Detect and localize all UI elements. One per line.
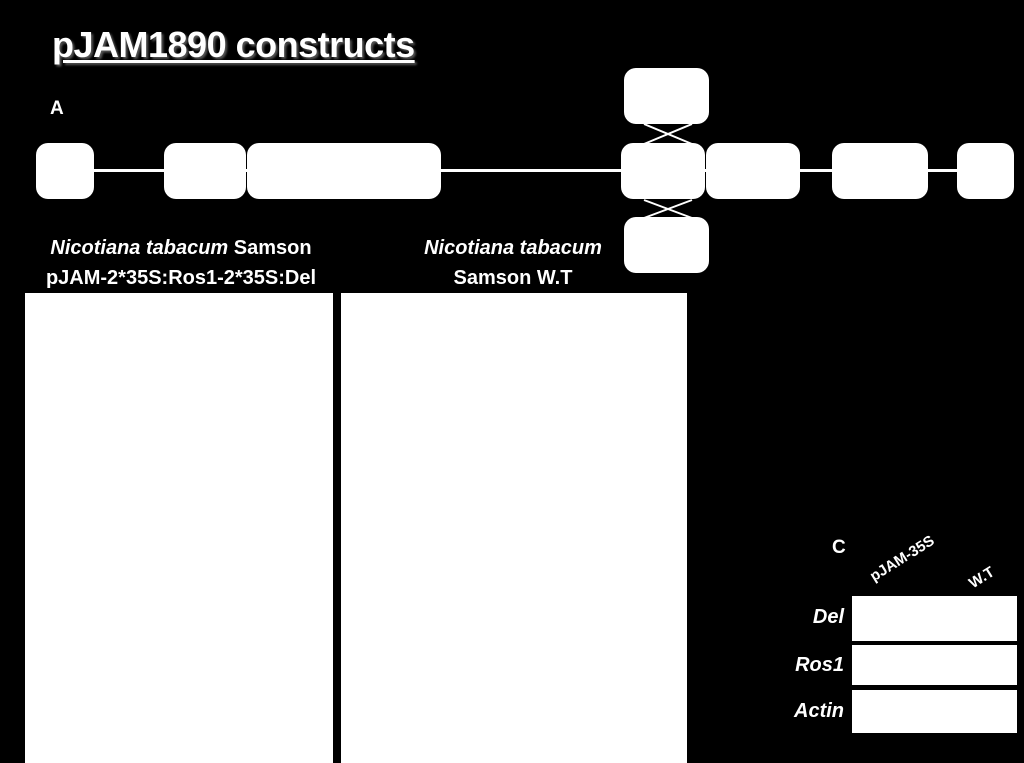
left-caption: Nicotiana tabacum Samson pJAM-2*35S:Ros1… (20, 233, 342, 293)
construct-element (621, 143, 705, 199)
construct-element (957, 143, 1014, 199)
gel-band-row (852, 596, 1017, 641)
gel-row-label-ros1: Ros1 (795, 654, 844, 676)
gel-row-label-actin: Actin (794, 700, 844, 722)
left-caption-species: Nicotiana tabacum (50, 237, 229, 259)
panel-c-label: C (832, 537, 846, 558)
construct-element (164, 143, 246, 199)
left-caption-cultivar: Samson (233, 237, 312, 259)
right-caption-species: Nicotiana tabacum (424, 237, 602, 259)
wild-type-plant-photo (341, 293, 687, 763)
construct-element (36, 143, 94, 199)
crossover-marks (643, 123, 693, 219)
gel-band-row (852, 645, 1017, 685)
construct-element (832, 143, 928, 199)
panel-a-label: A (50, 98, 64, 119)
construct-element (706, 143, 800, 199)
gel-row-label-del: Del (812, 606, 844, 628)
construct-element (624, 68, 709, 124)
left-caption-construct: pJAM-2*35S:Ros1-2*35S:Del (45, 267, 317, 289)
right-caption: Nicotiana tabacum Samson W.T (408, 233, 618, 293)
right-caption-line2: Samson W.T (453, 267, 573, 289)
gel-band-row (852, 690, 1017, 733)
figure-title: pJAM1890 constructs (52, 24, 415, 65)
lane-label-pjam: pJAM-35S (866, 532, 938, 585)
transgenic-plant-photo (25, 293, 333, 763)
construct-element (247, 143, 441, 199)
lane-label-wt: W.T (965, 563, 998, 592)
construct-element (624, 217, 709, 273)
backbone-line (60, 169, 1010, 172)
